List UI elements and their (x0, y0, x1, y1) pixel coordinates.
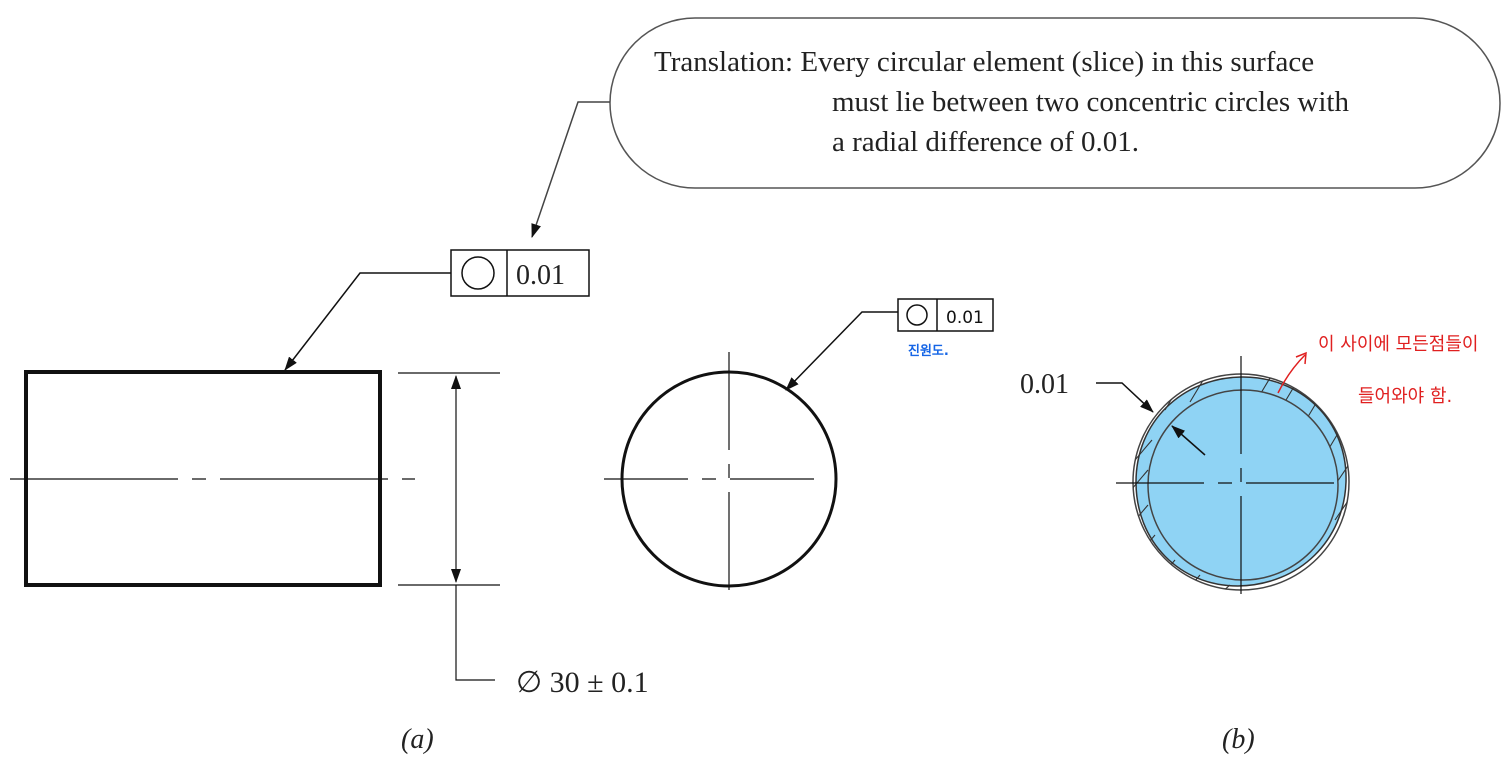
callout-line-1: Translation: Every circular element (sli… (654, 46, 1314, 78)
fcf-small-value: 0.01 (946, 308, 984, 328)
end-view: 0.01 진원도. (604, 298, 994, 605)
red-note-arrow (1277, 354, 1306, 394)
callout-leader (531, 101, 610, 238)
tolerance-zone-view: 0.01 이 사이에 모든점들이 들어와야 함. (b) (1020, 334, 1478, 755)
tolerance-label-leader (1096, 382, 1154, 413)
inner-tolerance-circle (1147, 389, 1339, 581)
inner-radius-arrow (1171, 425, 1206, 456)
callout-bubble (609, 17, 1501, 189)
caption-b: (b) (1222, 724, 1255, 755)
circularity-icon (906, 304, 928, 326)
diameter-leader (455, 585, 495, 681)
fcf-main-leader (284, 272, 451, 371)
diameter-dimension-text: ∅ 30 ± 0.1 (516, 666, 649, 699)
fcf-small-leader (785, 311, 898, 391)
annotation-red-line-2: 들어와야 함. (1358, 386, 1452, 407)
side-view: ∅ 30 ± 0.1 (a) (10, 370, 649, 755)
annotation-red-line-1: 이 사이에 모든점들이 (1318, 334, 1478, 355)
circularity-icon (461, 256, 495, 290)
callout-line-2: must lie between two concentric circles … (832, 86, 1349, 118)
translation-callout: Translation: Every circular element (sli… (531, 17, 1501, 238)
callout-line-3: a radial difference of 0.01. (832, 126, 1139, 158)
annotation-circularity-note: 진원도. (908, 343, 949, 359)
tolerance-zone-label: 0.01 (1020, 369, 1069, 400)
feature-control-frame-main: 0.01 (284, 249, 590, 371)
caption-a: (a) (401, 724, 434, 755)
fcf-main-value: 0.01 (516, 260, 565, 291)
feature-control-frame-small: 0.01 (897, 298, 994, 332)
